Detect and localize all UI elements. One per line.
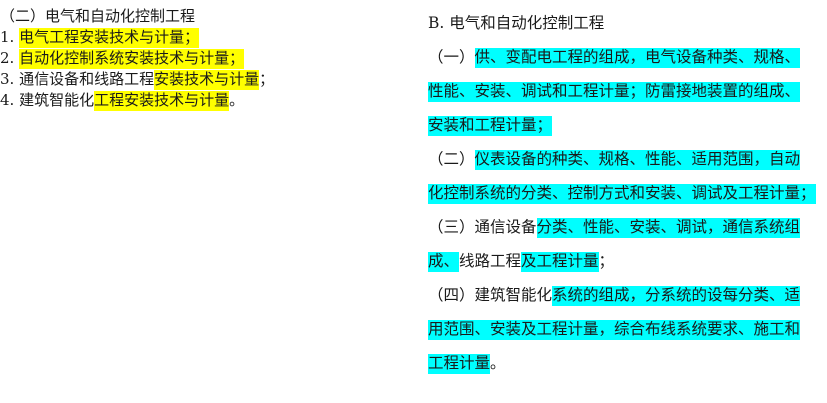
left-outline: （二）电气和自动化控制工程 1. 电气工程安装技术与计量； 2. 自动化控制系统… (0, 6, 400, 111)
plain-text: 建筑智能化 (19, 91, 95, 109)
right-line-6: （三）通信设备分类、性能、安装、调试，通信系统组 (428, 212, 823, 246)
highlighted-text: 自动化控制系统安装技术与计量； (19, 49, 245, 69)
highlighted-text: 及工程计量 (521, 252, 599, 272)
right-line-4: （二）仪表设备的种类、规格、性能、适用范围，自动 (428, 144, 823, 178)
item-number: 3. (0, 70, 20, 88)
highlighted-text: 仪表设备的种类、规格、性能、适用范围，自动 (474, 150, 801, 170)
highlighted-text: 性能、安装、调试和工程计量；防雷接地装置的组成、 (428, 82, 801, 102)
right-line-9: 用范围、安装及工程计量，综合布线系统要求、施工和 (428, 314, 823, 348)
right-line-7: 成、线路工程及工程计量； (428, 246, 823, 280)
highlighted-text: 化控制系统的分类、控制方式和安装、调试及工程计量； (428, 184, 816, 204)
left-item-3: 3. 通信设备和线路工程安装技术与计量； (0, 69, 400, 90)
highlighted-text: 安装和工程计量； (428, 116, 553, 136)
highlighted-text: 工程安装技术与计量 (94, 91, 230, 111)
highlighted-text: 分类、性能、安装、调试，通信系统组 (536, 218, 801, 238)
right-line-1: （一）供、变配电工程的组成，电气设备种类、规格、 (428, 42, 823, 76)
plain-text: 线路工程 (459, 252, 522, 270)
highlighted-text: 工程计量 (428, 354, 491, 374)
highlighted-text: 供、变配电工程的组成，电气设备种类、规格、 (474, 48, 801, 68)
highlighted-text: 电气工程安装技术与计量； (19, 28, 200, 48)
right-line-8: （四）建筑智能化系统的组成，分系统的设每分类、适 (428, 280, 823, 314)
left-item-4: 4. 建筑智能化工程安装技术与计量。 (0, 90, 400, 111)
plain-text: 。 (229, 91, 245, 109)
right-heading: B. 电气和自动化控制工程 (428, 14, 605, 32)
highlighted-text: 用范围、安装及工程计量，综合布线系统要求、施工和 (428, 320, 801, 340)
right-line-2: 性能、安装、调试和工程计量；防雷接地装置的组成、 (428, 76, 823, 110)
highlighted-text: 成、 (428, 252, 460, 272)
plain-text: （一） (428, 48, 475, 66)
plain-text: ； (598, 252, 615, 270)
right-line-10: 工程计量。 (428, 348, 823, 382)
plain-text: （三）通信设备 (428, 218, 537, 236)
plain-text: 通信设备和线路工程 (19, 70, 155, 88)
plain-text: （四）建筑智能化 (428, 286, 553, 304)
plain-text: （二） (428, 150, 475, 168)
item-number: 1. (0, 28, 20, 46)
highlighted-text: 安装技术与计量 (154, 70, 260, 90)
left-heading: （二）电气和自动化控制工程 (0, 7, 196, 25)
left-item-2: 2. 自动化控制系统安装技术与计量； (0, 48, 400, 69)
item-number: 2. (0, 49, 20, 67)
right-line-3: 安装和工程计量； (428, 110, 823, 144)
highlighted-text: 系统的组成，分系统的设每分类、适 (552, 286, 801, 306)
plain-text: 。 (490, 354, 506, 372)
plain-text: ； (259, 70, 275, 88)
left-item-1: 1. 电气工程安装技术与计量； (0, 27, 400, 48)
item-number: 4. (0, 91, 20, 109)
right-outline: B. 电气和自动化控制工程 （一）供、变配电工程的组成，电气设备种类、规格、 性… (428, 8, 823, 382)
right-line-5: 化控制系统的分类、控制方式和安装、调试及工程计量； (428, 178, 823, 212)
